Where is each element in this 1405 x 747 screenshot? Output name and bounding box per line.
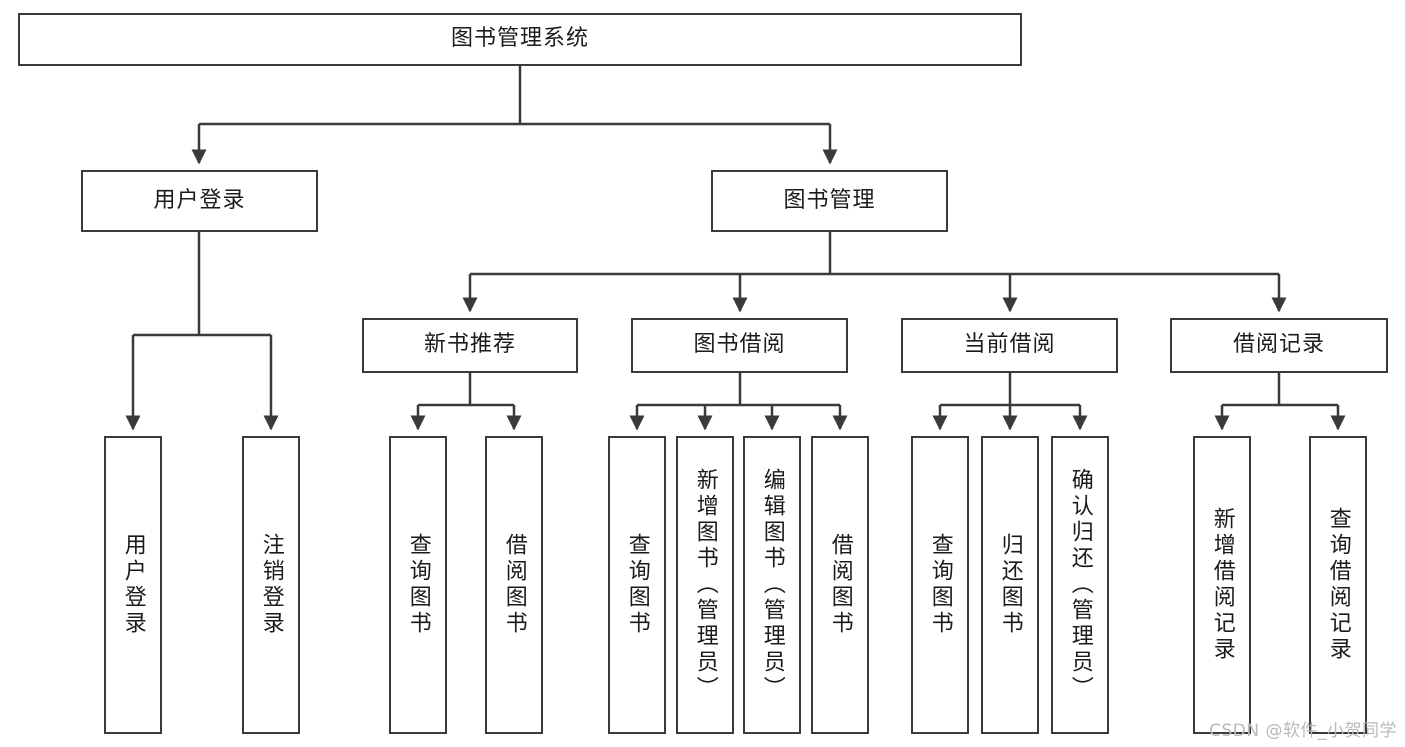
leaf-book-borrow-add-admin[interactable]: 新增图书（管理员） bbox=[676, 436, 734, 734]
node-label: 查询图书 bbox=[624, 533, 650, 637]
node-borrow-record[interactable]: 借阅记录 bbox=[1170, 318, 1388, 373]
node-label: 用户登录 bbox=[120, 533, 146, 637]
leaf-book-borrow-query[interactable]: 查询图书 bbox=[608, 436, 666, 734]
leaf-borrow-record-add[interactable]: 新增借阅记录 bbox=[1193, 436, 1251, 734]
node-user-login[interactable]: 用户登录 bbox=[81, 170, 318, 232]
node-new-book-recommend[interactable]: 新书推荐 bbox=[362, 318, 578, 373]
node-label: 注销登录 bbox=[258, 533, 284, 637]
node-label: 图书管理系统 bbox=[450, 26, 589, 52]
node-book-management[interactable]: 图书管理 bbox=[711, 170, 948, 232]
leaf-current-borrow-return[interactable]: 归还图书 bbox=[981, 436, 1039, 734]
node-label: 借阅记录 bbox=[1232, 332, 1325, 358]
node-label: 归还图书 bbox=[997, 533, 1023, 637]
node-label: 图书借阅 bbox=[693, 332, 786, 358]
node-label: 新增借阅记录 bbox=[1209, 507, 1235, 663]
node-label: 借阅图书 bbox=[827, 533, 853, 637]
node-book-borrow[interactable]: 图书借阅 bbox=[631, 318, 848, 373]
node-label: 查询借阅记录 bbox=[1325, 507, 1351, 663]
node-label: 确认归还（管理员） bbox=[1067, 468, 1093, 702]
node-label: 编辑图书（管理员） bbox=[759, 468, 785, 702]
node-label: 查询图书 bbox=[405, 533, 431, 637]
node-root-book-management-system[interactable]: 图书管理系统 bbox=[18, 13, 1022, 66]
node-label: 新增图书（管理员） bbox=[692, 468, 718, 702]
leaf-user-login-logout[interactable]: 注销登录 bbox=[242, 436, 300, 734]
node-label: 借阅图书 bbox=[501, 533, 527, 637]
node-label: 用户登录 bbox=[153, 187, 246, 213]
node-label: 新书推荐 bbox=[423, 332, 516, 358]
node-label: 图书管理 bbox=[783, 187, 876, 213]
leaf-current-borrow-query[interactable]: 查询图书 bbox=[911, 436, 969, 734]
leaf-current-borrow-confirm-admin[interactable]: 确认归还（管理员） bbox=[1051, 436, 1109, 734]
leaf-book-borrow-edit-admin[interactable]: 编辑图书（管理员） bbox=[743, 436, 801, 734]
node-current-borrow[interactable]: 当前借阅 bbox=[901, 318, 1118, 373]
leaf-new-book-query[interactable]: 查询图书 bbox=[389, 436, 447, 734]
leaf-book-borrow-borrow[interactable]: 借阅图书 bbox=[811, 436, 869, 734]
leaf-new-book-borrow[interactable]: 借阅图书 bbox=[485, 436, 543, 734]
node-label: 当前借阅 bbox=[963, 332, 1056, 358]
csdn-watermark: CSDN @软件_小贺同学 bbox=[1209, 721, 1397, 741]
node-label: 查询图书 bbox=[927, 533, 953, 637]
leaf-user-login-login[interactable]: 用户登录 bbox=[104, 436, 162, 734]
leaf-borrow-record-query[interactable]: 查询借阅记录 bbox=[1309, 436, 1367, 734]
